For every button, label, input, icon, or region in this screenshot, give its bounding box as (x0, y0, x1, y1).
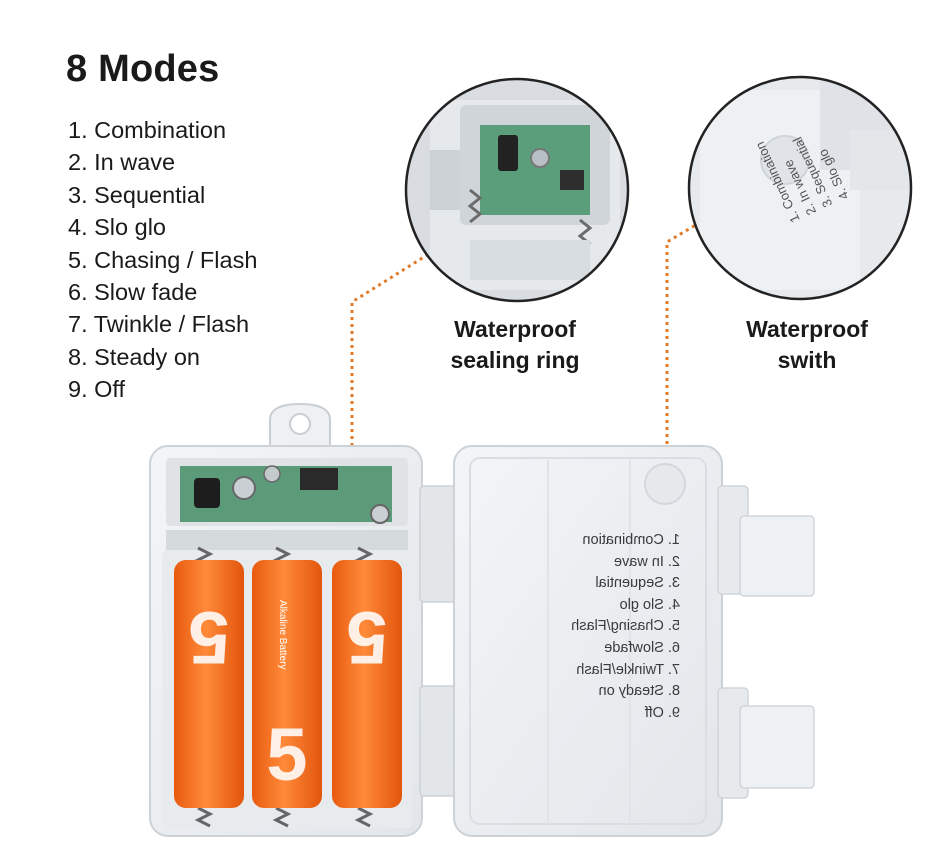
mode-item: 4. Slo glo (68, 214, 166, 241)
lid-mode-item: 9. Off (644, 704, 680, 721)
lid-mode-item: 4. Slo glo (619, 596, 680, 613)
battery-numeral: 5 (266, 713, 307, 796)
lid-mode-item: 5. Chasing/Flash (571, 618, 680, 635)
lid-mode-item: 3. Sequential (595, 575, 680, 592)
switch-callout: Waterproof swith (712, 314, 902, 376)
battery: 5 (332, 560, 402, 808)
zoom-circle-ring (406, 79, 628, 301)
battery: 5 (174, 560, 244, 808)
mode-item: 9. Off (68, 376, 126, 403)
mode-item: 6. Slow fade (68, 279, 198, 306)
battery-numeral: 5 (188, 596, 229, 679)
callout-line: Waterproof (746, 316, 868, 342)
zoom-circle-switch: 1. Combination 2. In wave 3. Sequential … (689, 77, 911, 299)
mode-item: 2. In wave (68, 149, 176, 176)
callout-line: swith (777, 347, 837, 373)
lid-mode-item: 6. Slowfade (604, 639, 680, 656)
battery-lid (453, 445, 815, 837)
battery: 5 Alkaline Battery (252, 560, 322, 808)
mode-item: 1. Combination (68, 117, 227, 143)
lid-mode-item: 1. Combination (582, 532, 680, 548)
lid-mode-list: 1. Combination 2. In wave 3. Sequential … (530, 530, 680, 724)
lid-mode-item: 8. Steady on (598, 683, 680, 700)
waterproof-switch-button (644, 463, 686, 505)
sealing-ring-callout: Waterproof sealing ring (420, 314, 610, 376)
hinges (419, 485, 461, 797)
battery-numeral: 5 (346, 596, 387, 679)
callout-line: Waterproof (454, 316, 576, 342)
callout-line: sealing ring (450, 347, 580, 373)
title: 8 Modes (66, 48, 220, 90)
mode-item: 7. Twinkle / Flash (68, 311, 250, 338)
mode-list: 1. Combination 2. In wave 3. Sequential … (68, 114, 257, 406)
mode-item: 5. Chasing / Flash (68, 246, 258, 273)
lid-mode-item: 2. In wave (613, 553, 680, 570)
lid-mode-item: 7. Twinkle/Flash (576, 661, 680, 678)
mode-item: 8. Steady on (68, 343, 200, 370)
svg-text:Alkaline Battery: Alkaline Battery (277, 600, 288, 669)
mode-item: 3. Sequential (68, 181, 206, 208)
